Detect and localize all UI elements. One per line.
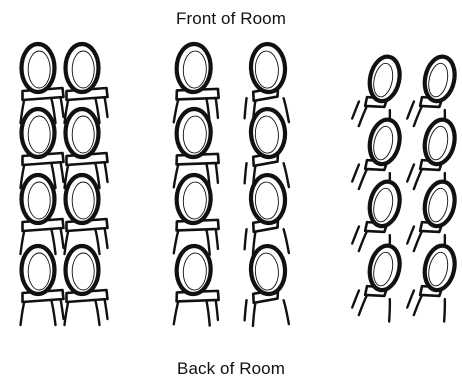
center-section-chair-r3-c2-icon	[241, 174, 289, 255]
left-section-chair-r4-c2-icon	[65, 246, 108, 325]
right-section-chair-r4-c2-icon	[406, 241, 460, 321]
left-section-chair-r4-c1-icon	[21, 246, 64, 325]
chair-grid	[21, 43, 460, 326]
center-section-chair-r4-c2-icon	[241, 245, 289, 326]
right-section-chair-r1-c2-icon	[406, 52, 460, 132]
left-section-chair-r3-c1-icon	[21, 175, 64, 254]
center-section-chair-r3-c1-icon	[174, 174, 221, 254]
back-of-room-label: Back of Room	[0, 359, 462, 379]
right-section-chair-r4-c1-icon	[351, 241, 405, 321]
center-section-chair-r4-c1-icon	[174, 245, 221, 325]
left-section-chair-r3-c2-icon	[65, 175, 108, 254]
right-section-chair-r1-c1-icon	[351, 52, 405, 132]
